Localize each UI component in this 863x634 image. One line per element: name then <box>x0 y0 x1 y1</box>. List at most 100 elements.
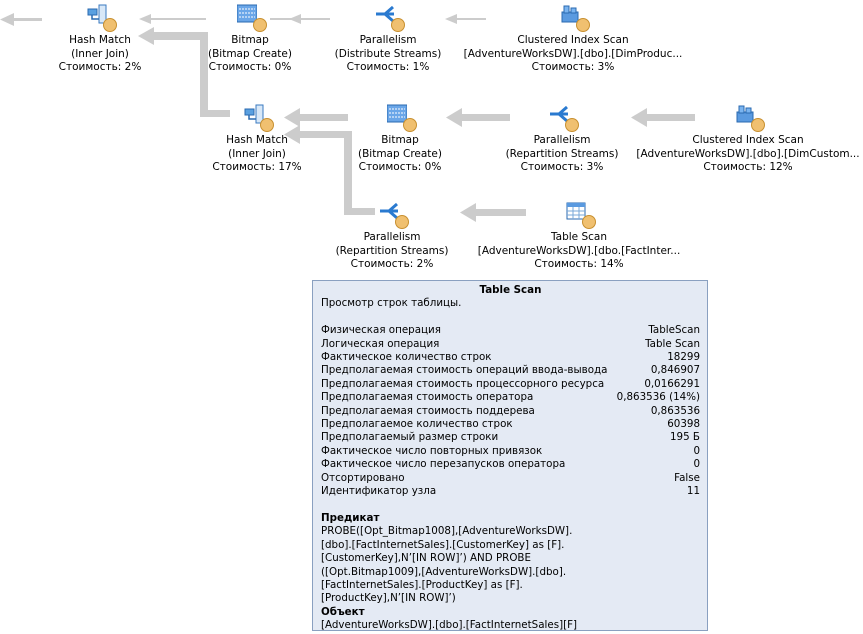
node-cost: Стоимость: 17% <box>212 161 302 173</box>
parallel-badge-icon <box>403 118 417 132</box>
parallel-badge-icon <box>576 18 590 32</box>
table-scan-icon <box>566 201 596 229</box>
plan-node-bitmap[interactable]: Bitmap (Bitmap Create) Стоимость: 0% <box>270 104 530 175</box>
node-name: Hash Match <box>226 134 288 146</box>
parallel-badge-icon <box>391 18 405 32</box>
node-cost: Стоимость: 1% <box>346 61 430 73</box>
arrow-thin <box>445 14 486 24</box>
node-cost: Стоимость: 0% <box>208 61 292 73</box>
row-label: Фактическое число перезапусков оператора <box>321 458 566 471</box>
node-subtitle: [AdventureWorksDW].[dbo].[DimProduc... <box>463 47 683 60</box>
tooltip-description: Просмотр строк таблицы. <box>321 297 462 310</box>
predicate-line: [FactInternetSales].[ProductKey] as [F]. <box>321 578 523 591</box>
row-label: Предполагаемый размер строки <box>321 431 499 444</box>
node-name: Parallelism <box>363 231 421 243</box>
node-name: Clustered Index Scan <box>692 134 804 146</box>
predicate-line: ([Opt.Bitmap1009],[AdventureWorksDW].[db… <box>321 565 567 578</box>
tooltip-row: Предполагаемая стоимость оператора 0,8635… <box>321 391 700 404</box>
parallel-badge-icon <box>582 215 596 229</box>
row-value: 11 <box>686 485 700 498</box>
arrow-thin <box>270 14 330 24</box>
plan-node-bitmap[interactable]: Bitmap (Bitmap Create) Стоимость: 0% <box>120 4 380 75</box>
object-value: [AdventureWorksDW].[dbo].[FactInternetSa… <box>321 619 578 632</box>
row-value: 0 <box>693 458 700 471</box>
row-label: Отсортировано <box>321 471 405 484</box>
clustered-index-scan-icon <box>560 4 590 32</box>
row-value: 195 Б <box>670 431 700 444</box>
plan-node-clustered-index-scan[interactable]: Clustered Index Scan [AdventureWorksDW].… <box>443 4 703 75</box>
row-value: 0,863536 (14%) <box>616 391 700 404</box>
arrow-thin <box>139 14 206 24</box>
row-label: Идентификатор узла <box>321 485 437 498</box>
tooltip-row: Предполагаемый размер строки 195 Б <box>321 431 700 444</box>
node-name: Parallelism <box>533 134 591 146</box>
row-value: 0 <box>693 444 700 457</box>
row-value: 0,846907 <box>650 364 700 377</box>
row-value: 0,0166291 <box>644 377 700 390</box>
node-subtitle: (Inner Join) <box>71 47 129 60</box>
predicate-line: [ProductKey],N’[IN ROW]’) <box>321 592 456 605</box>
node-subtitle: (Inner Join) <box>228 147 286 160</box>
tooltip-row: Фактическое число перезапусков оператора… <box>321 458 700 471</box>
parallel-badge-icon <box>395 215 409 229</box>
parallel-badge-icon <box>751 118 765 132</box>
node-subtitle: [AdventureWorksDW].[dbo.[FactInter... <box>477 244 681 257</box>
arrow-thick <box>631 108 695 127</box>
predicate-line: PROBE([Opt_Bitmap1008],[AdventureWorksDW… <box>321 525 573 538</box>
tooltip-row: Идентификатор узла 11 <box>321 485 700 498</box>
node-cost: Стоимость: 3% <box>520 161 604 173</box>
tooltip-row: Предполагаемая стоимость процессорного р… <box>321 378 700 391</box>
parallel-badge-icon <box>260 118 274 132</box>
arrow-thin <box>0 13 42 26</box>
plan-node-clustered-index-scan[interactable]: Clustered Index Scan [AdventureWorksDW].… <box>618 104 863 175</box>
plan-node-hash-match[interactable]: Hash Match (Inner Join) Стоимость: 2% <box>0 4 230 75</box>
tooltip-table-scan: Table Scan Просмотр строк таблицы. Физич… <box>312 280 708 631</box>
tooltip-row: Фактическое число повторных привязок 0 <box>321 445 700 458</box>
node-name: Parallelism <box>359 34 417 46</box>
parallelism-icon <box>375 4 405 32</box>
parallel-badge-icon <box>565 118 579 132</box>
tooltip-row: Отсортировано False <box>321 472 700 485</box>
row-label: Фактическое количество строк <box>321 351 492 364</box>
row-value: False <box>674 471 700 484</box>
plan-node-table-scan[interactable]: Table Scan [AdventureWorksDW].[dbo.[Fact… <box>449 201 709 272</box>
node-cost: Стоимость: 2% <box>58 61 142 73</box>
row-label: Предполагаемое количество строк <box>321 418 513 431</box>
node-cost: Стоимость: 14% <box>534 258 624 270</box>
row-label: Предполагаемая стоимость поддерева <box>321 404 535 417</box>
row-label: Фактическое число повторных привязок <box>321 444 543 457</box>
node-name: Bitmap <box>381 134 419 146</box>
row-label: Предполагаемая стоимость процессорного р… <box>321 377 605 390</box>
parallelism-icon <box>549 104 579 132</box>
plan-node-hash-match[interactable]: Hash Match (Inner Join) Стоимость: 17% <box>127 104 387 175</box>
node-name: Bitmap <box>231 34 269 46</box>
clustered-index-scan-icon <box>735 104 765 132</box>
arrow-thick <box>284 108 348 127</box>
predicate-line: [CustomerKey],N’[IN ROW]’) AND PROBE <box>321 552 532 565</box>
plan-node-parallelism[interactable]: Parallelism (Distribute Streams) Стоимос… <box>258 4 518 75</box>
parallelism-icon <box>379 201 409 229</box>
arrow-thick <box>446 108 510 127</box>
row-value: Table Scan <box>645 337 700 350</box>
node-name: Hash Match <box>69 34 131 46</box>
plan-node-parallelism[interactable]: Parallelism (Repartition Streams) Стоимо… <box>262 201 522 272</box>
bitmap-icon <box>237 4 267 32</box>
node-cost: Стоимость: 3% <box>531 61 615 73</box>
node-subtitle: (Repartition Streams) <box>335 244 449 257</box>
tooltip-row: Предполагаемая стоимость операций ввода-… <box>321 364 700 377</box>
node-name: Table Scan <box>550 231 608 243</box>
row-label: Предполагаемая стоимость оператора <box>321 391 534 404</box>
arrow-thick <box>138 27 230 117</box>
node-subtitle: (Distribute Streams) <box>334 47 442 60</box>
hash-match-icon <box>87 4 117 32</box>
node-subtitle: (Bitmap Create) <box>208 47 292 60</box>
node-name: Clustered Index Scan <box>517 34 629 46</box>
row-label: Предполагаемая стоимость операций ввода-… <box>321 364 608 377</box>
plan-node-parallelism[interactable]: Parallelism (Repartition Streams) Стоимо… <box>432 104 692 175</box>
row-value: TableScan <box>648 324 700 337</box>
predicate-label: Предикат <box>321 511 380 524</box>
